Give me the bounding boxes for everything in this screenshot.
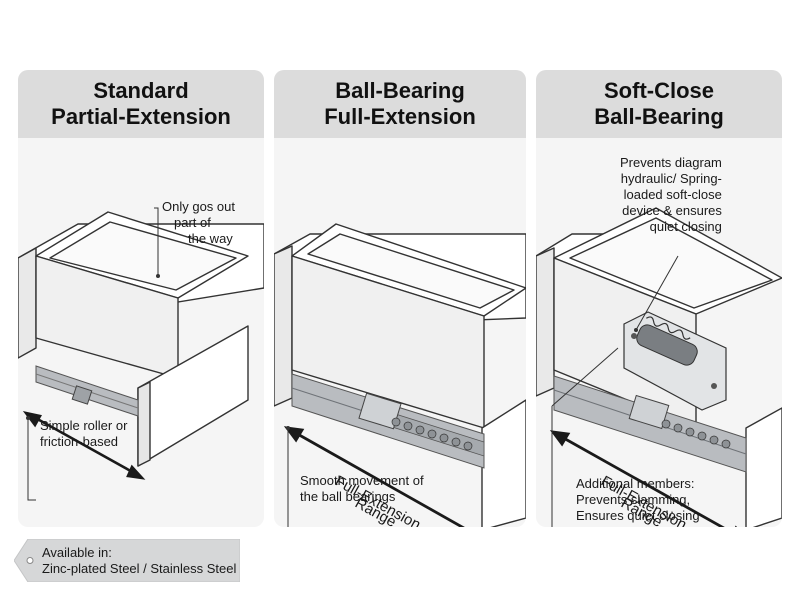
tag-line2: Zinc-plated Steel / Stainless Steel — [42, 561, 237, 576]
material-tag-text: Available in: Zinc-plated Steel / Stainl… — [42, 545, 236, 577]
tag-hole-icon — [26, 557, 34, 564]
callout-smooth-movement: Smooth movement of the ball bearings — [300, 473, 424, 504]
panel-title-line2: Partial-Extension — [51, 104, 231, 129]
drawer-illustration-soft-close: Full-Extension Range — [536, 207, 782, 527]
soft-close-device — [623, 311, 727, 411]
panel-title-line2: Ball-Bearing — [594, 104, 724, 129]
panel-header: Ball-Bearing Full-Extension — [274, 70, 526, 138]
slide-rail — [35, 365, 139, 417]
panel-standard: Standard Partial-Extension — [18, 70, 264, 527]
panel-soft-close: Soft-Close Ball-Bearing — [536, 70, 782, 527]
panel-header: Soft-Close Ball-Bearing — [536, 70, 782, 138]
tag-line1: Available in: — [42, 545, 112, 560]
drawer-illustration-standard — [18, 207, 264, 501]
panel-title-line1: Standard — [93, 78, 189, 103]
callout-simple-roller: Simple roller or friction-based — [40, 418, 128, 449]
panel-title-line2: Full-Extension — [324, 104, 476, 129]
panel-header: Standard Partial-Extension — [18, 70, 264, 138]
ball-bearings — [391, 417, 473, 451]
panel-title-line1: Soft-Close — [604, 78, 714, 103]
panel-title-line1: Ball-Bearing — [335, 78, 465, 103]
drawer-illustration-ball-bearing: Full-Extension Range — [274, 223, 526, 527]
panel-ball-bearing: Ball-Bearing Full-Extension — [274, 70, 526, 527]
callout-additional-members: Additional members: Prevents slamming, E… — [576, 476, 700, 523]
callout-soft-close-device: Prevents diagram hydraulic/ Spring- load… — [620, 155, 722, 234]
material-tag — [14, 539, 240, 582]
ball-bearings — [661, 419, 731, 449]
callout-only-goes-out: Only gos out part of the way — [162, 199, 235, 246]
